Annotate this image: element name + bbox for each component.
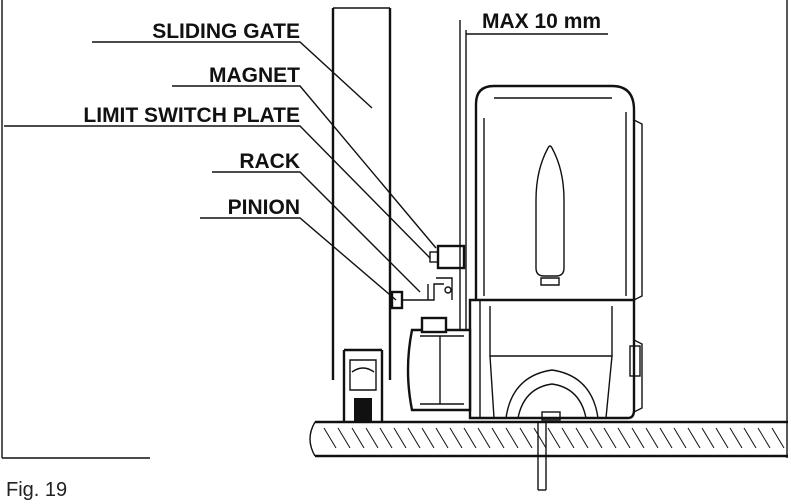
- hatch-stroke: [673, 427, 687, 449]
- hatch-stroke: [771, 427, 785, 449]
- hatch-stroke: [575, 427, 589, 449]
- label-pinion: PINION: [228, 196, 300, 219]
- hatch-stroke: [505, 427, 519, 449]
- hatch-stroke: [617, 427, 631, 449]
- hatch-stroke: [533, 427, 547, 449]
- hatch-stroke: [687, 427, 701, 449]
- motor-unit: [390, 20, 643, 491]
- hatch-stroke: [561, 427, 575, 449]
- leader-lines: [4, 33, 608, 301]
- figure-caption: Fig. 19: [6, 479, 67, 501]
- hatch-stroke: [519, 427, 533, 449]
- hatch-stroke: [715, 427, 729, 449]
- hatch-stroke: [407, 427, 421, 449]
- label-max-gap: MAX 10 mm: [482, 10, 601, 33]
- hatch-stroke: [701, 427, 715, 449]
- label-limit-switch-plate: LIMIT SWITCH PLATE: [83, 104, 300, 127]
- hatch-stroke: [337, 427, 351, 449]
- hatch-stroke: [757, 427, 771, 449]
- label-magnet: MAGNET: [209, 64, 300, 87]
- frame: [1, 0, 788, 459]
- hatch-stroke: [491, 427, 505, 449]
- hatch-stroke: [463, 427, 477, 449]
- label-rack: RACK: [239, 150, 300, 173]
- hatch-stroke: [743, 427, 757, 449]
- hatch-stroke: [435, 427, 449, 449]
- sliding-gate: [331, 7, 392, 422]
- hatch-stroke: [729, 427, 743, 449]
- hatch-stroke: [547, 427, 561, 449]
- hatch-stroke: [393, 427, 407, 449]
- hatch-stroke: [365, 427, 379, 449]
- hatch-stroke: [645, 427, 659, 449]
- hatch-stroke: [659, 427, 673, 449]
- hatch-stroke: [379, 427, 393, 449]
- hatch-stroke: [449, 427, 463, 449]
- hatch-stroke: [603, 427, 617, 449]
- hatch-stroke: [589, 427, 603, 449]
- ground: [309, 420, 788, 458]
- hatch-stroke: [421, 427, 435, 449]
- hatch-stroke: [323, 427, 337, 449]
- hatch-stroke: [631, 427, 645, 449]
- hatch-stroke: [477, 427, 491, 449]
- hatch-stroke: [351, 427, 365, 449]
- label-sliding-gate: SLIDING GATE: [152, 20, 300, 43]
